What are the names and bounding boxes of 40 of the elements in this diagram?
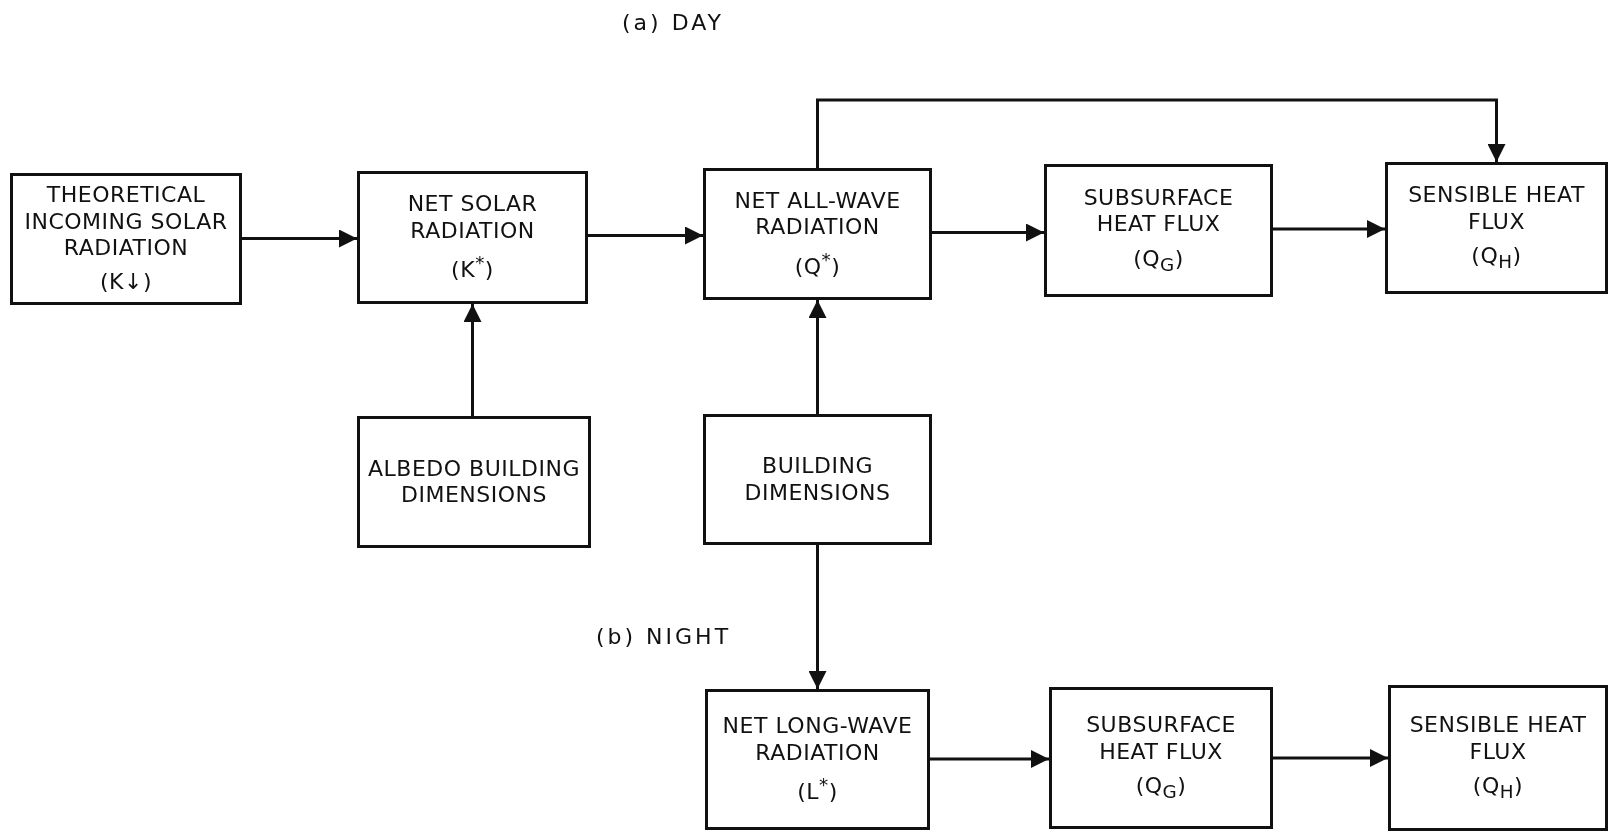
- arrow: [1273, 220, 1385, 238]
- box-title: NET LONG-WAVE RADIATION: [721, 713, 914, 767]
- process-box: [1044, 164, 1273, 297]
- box-title: BUILDING DIMENSIONS: [743, 453, 892, 506]
- arrow: [932, 223, 1044, 242]
- process-box: [1385, 162, 1608, 294]
- box-title: NET ALL-WAVE RADIATION: [733, 187, 902, 241]
- arrow: [808, 545, 827, 689]
- arrow: [463, 304, 482, 416]
- box-title: THEORETICAL INCOMING SOLAR RADIATION: [23, 182, 229, 262]
- symbol-label: (Q$^{*}$): [794, 248, 841, 281]
- symbol-label: (Q$_{G}$): [1133, 245, 1184, 277]
- process-box: [1049, 687, 1273, 829]
- box-title: SUBSURFACE HEAT FLUX: [1082, 184, 1235, 238]
- box-title: SENSIBLE HEAT FLUX: [1407, 182, 1586, 236]
- process-box: [1388, 685, 1608, 831]
- arrow: [816, 98, 1506, 168]
- arrow: [1273, 749, 1388, 767]
- symbol-label: (K$^{*}$): [451, 252, 494, 284]
- process-box: [357, 416, 591, 548]
- arrow: [588, 226, 703, 245]
- process-box: [705, 689, 930, 830]
- symbol-label: (L$^{*}$): [797, 774, 838, 806]
- process-box: [357, 171, 588, 304]
- symbol-label: (Q$_{H}$): [1471, 243, 1522, 274]
- process-box: [703, 168, 932, 300]
- box-title: SENSIBLE HEAT FLUX: [1408, 712, 1588, 766]
- arrow: [930, 750, 1049, 768]
- section-heading: (a) DAY: [622, 10, 724, 35]
- process-box: [10, 173, 242, 305]
- symbol-label: (Q$_{H}$): [1472, 773, 1524, 804]
- arrow: [808, 300, 827, 414]
- section-heading: (b) NIGHT: [596, 624, 732, 649]
- symbol-label: (K↓): [100, 269, 152, 296]
- process-box: [703, 414, 932, 545]
- arrow: [242, 229, 357, 248]
- box-title: ALBEDO BUILDING DIMENSIONS: [367, 455, 581, 509]
- box-title: NET SOLAR RADIATION: [406, 191, 539, 245]
- symbol-label: (Q$_{G}$): [1135, 773, 1187, 804]
- box-title: SUBSURFACE HEAT FLUX: [1085, 712, 1237, 766]
